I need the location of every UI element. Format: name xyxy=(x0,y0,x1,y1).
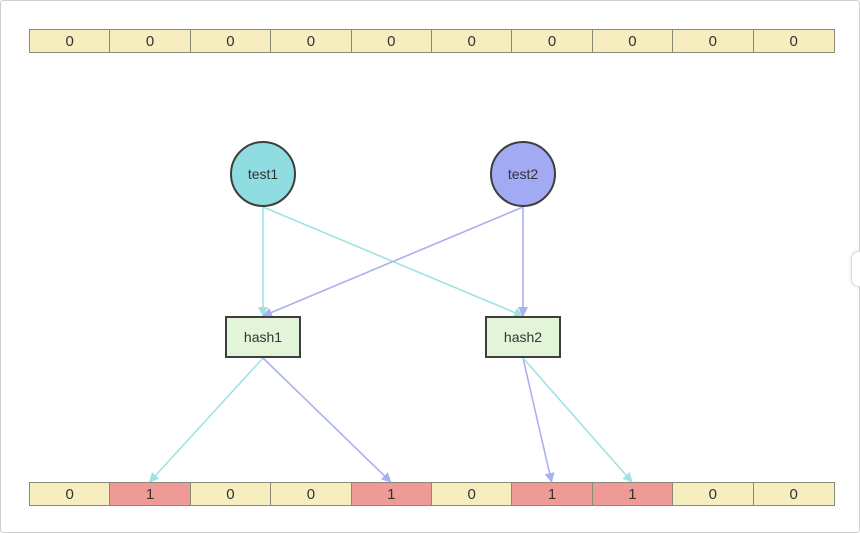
edge-hash2-to-bit-7 xyxy=(522,357,633,483)
hash-node-hash2: hash2 xyxy=(485,316,561,358)
side-panel-handle[interactable] xyxy=(851,251,860,287)
input-node-test2: test2 xyxy=(490,141,556,207)
bit-cell-4: 1 xyxy=(351,483,432,505)
bit-cell-2: 0 xyxy=(190,483,272,505)
bit-cell-3: 0 xyxy=(271,30,352,52)
hash-node-label: hash1 xyxy=(243,329,283,345)
bit-cell-4: 0 xyxy=(351,30,432,52)
bit-cell-1: 1 xyxy=(110,483,191,505)
bit-cell-7: 0 xyxy=(592,30,674,52)
bit-cell-0: 0 xyxy=(30,30,111,52)
bit-cell-7: 1 xyxy=(592,483,674,505)
edge-hash1-to-bit-1 xyxy=(148,357,264,483)
bit-cell-0: 0 xyxy=(30,483,111,505)
bit-cell-8: 0 xyxy=(673,30,754,52)
input-node-label: test1 xyxy=(247,166,279,182)
edge-test1-to-hash2 xyxy=(262,206,524,318)
bit-cell-6: 1 xyxy=(512,483,593,505)
hash-node-hash1: hash1 xyxy=(225,316,301,358)
bit-cell-5: 0 xyxy=(431,483,513,505)
input-node-label: test2 xyxy=(507,166,539,182)
bit-cell-2: 0 xyxy=(190,30,272,52)
bit-cell-6: 0 xyxy=(512,30,593,52)
input-node-test1: test1 xyxy=(230,141,296,207)
bit-cell-9: 0 xyxy=(753,483,834,505)
bit-cell-9: 0 xyxy=(753,30,834,52)
edge-hash1-to-bit-4 xyxy=(262,357,392,483)
hash-node-label: hash2 xyxy=(503,329,543,345)
bit-cell-5: 0 xyxy=(431,30,513,52)
bit-cell-8: 0 xyxy=(673,483,754,505)
bit-cell-3: 0 xyxy=(271,483,352,505)
bit-cell-1: 0 xyxy=(110,30,191,52)
edge-test2-to-hash1 xyxy=(262,206,524,318)
edge-hash2-to-bit-6 xyxy=(522,357,555,483)
